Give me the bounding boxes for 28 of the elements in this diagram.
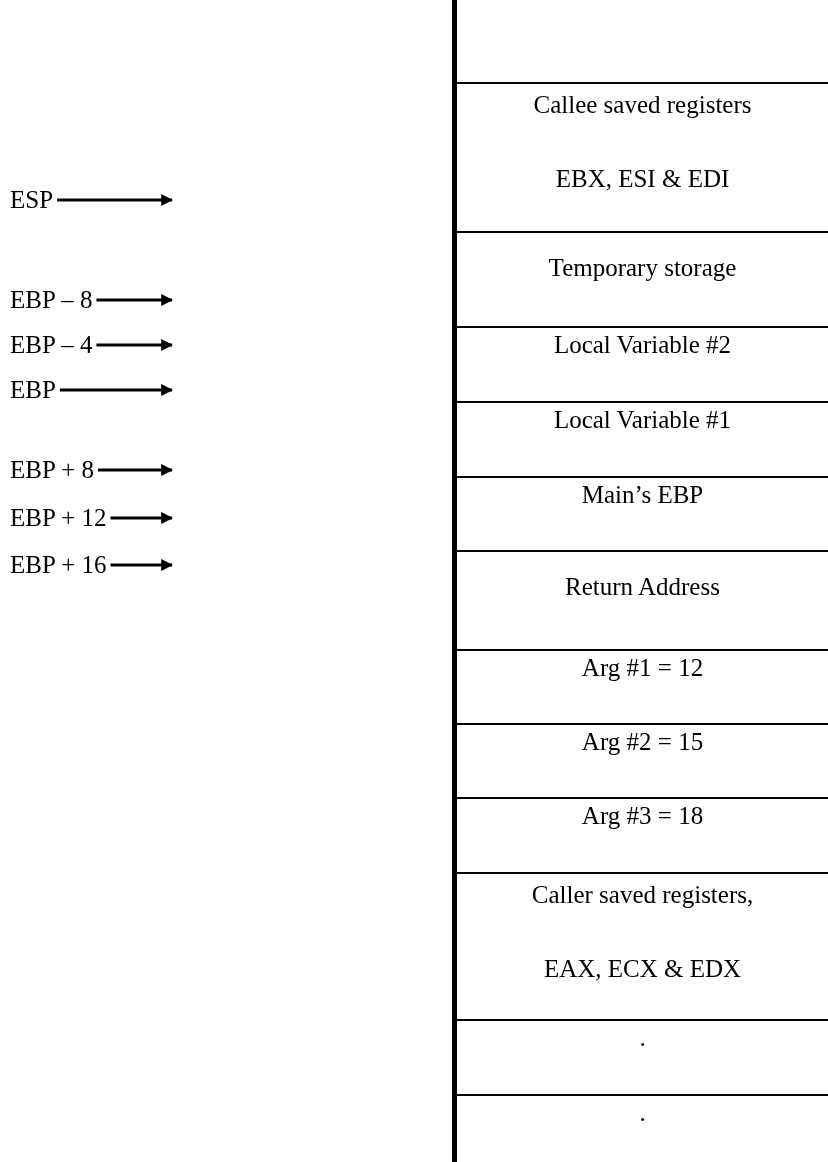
slot-label: Local Variable #2 — [552, 330, 733, 360]
slot-label: Arg #2 = 15 — [580, 727, 705, 757]
slot-label: Arg #1 = 12 — [580, 653, 705, 683]
slot-label: . — [638, 1023, 647, 1053]
slot-label: Temporary storage — [547, 253, 738, 283]
slot-label: Arg #3 = 18 — [580, 801, 705, 831]
register-pointer-label: EBP + 16 — [10, 550, 107, 580]
arrow — [110, 559, 174, 571]
register-pointer-label: EBP – 8 — [10, 285, 93, 315]
slot-label: Local Variable #1 — [552, 405, 733, 435]
arrow — [96, 294, 174, 306]
slot-label: Callee saved registers — [532, 90, 753, 120]
register-pointer-label: ESP — [10, 185, 54, 215]
slot-label: Main’s EBP — [580, 480, 705, 510]
arrow — [59, 384, 174, 396]
slot-label: Caller saved registers, — [530, 880, 755, 910]
register-pointer-label: EBP — [10, 375, 56, 405]
register-pointer-label: EBP + 12 — [10, 503, 107, 533]
slot-label: Return Address — [564, 572, 721, 602]
register-pointer-label: EBP – 4 — [10, 330, 93, 360]
register-pointer-label: EBP + 8 — [10, 455, 95, 485]
slot-label: EBX, ESI & EDI — [554, 164, 731, 194]
arrow — [96, 339, 174, 351]
arrow — [57, 194, 174, 206]
arrow — [98, 464, 174, 476]
slot-label: . — [638, 1098, 647, 1128]
arrow — [110, 512, 174, 524]
slot-label: EAX, ECX & EDX — [542, 954, 743, 984]
